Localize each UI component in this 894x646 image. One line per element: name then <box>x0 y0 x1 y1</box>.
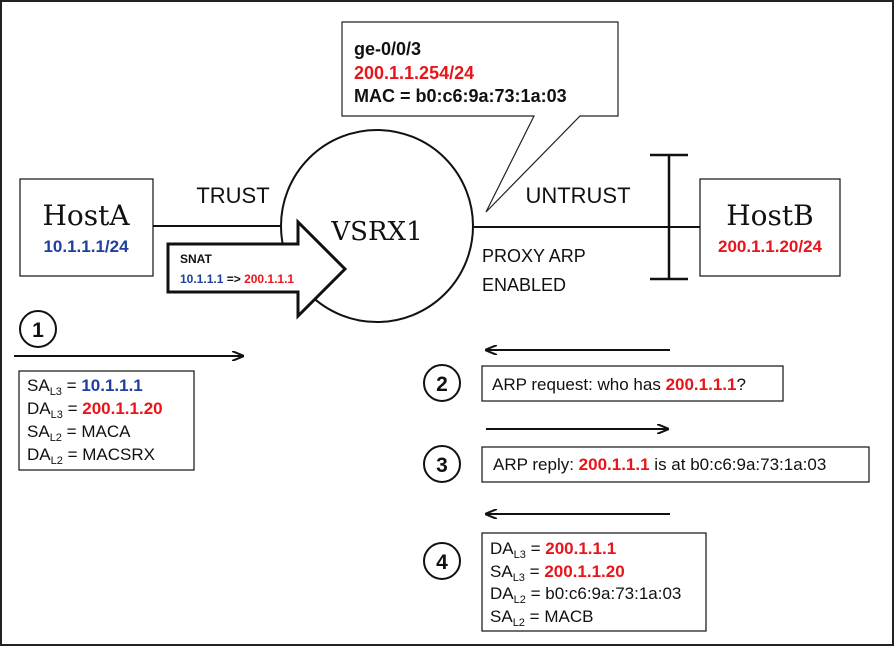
step-1-da-l2: DAL2 = MACSRX <box>27 445 155 467</box>
step4-box-da-l2-value: b0:c6:9a:73:1a:03 <box>545 584 681 603</box>
step-1-number: 1 <box>32 319 44 342</box>
callout-interface: ge-0/0/3 <box>354 39 421 59</box>
step4-box-sa-l3-label: SA <box>490 562 513 581</box>
step-1-badge <box>19 310 57 348</box>
step1-box-sa-l3-label: SA <box>27 376 50 395</box>
step4-box-sa-l3-sub: L3 <box>513 572 525 584</box>
callout-mac: MAC = b0:c6:9a:73:1a:03 <box>354 86 567 106</box>
step1-box-sa-l2-label: SA <box>27 422 50 441</box>
step2-box-prefix: ARP request: who has <box>492 375 666 394</box>
step-3-text: ARP reply: 200.1.1.1 is at b0:c6:9a:73:1… <box>493 455 826 474</box>
snat-title: SNAT <box>180 252 212 266</box>
equals: = <box>62 376 81 395</box>
step-4-sa-l3: SAL3 = 200.1.1.20 <box>490 562 625 584</box>
host-a-ip: 10.1.1.1/24 <box>43 237 129 256</box>
step4-box-sa-l2-sub: L2 <box>513 617 525 629</box>
equals: = <box>526 539 545 558</box>
host-a-box <box>19 178 154 277</box>
equals: = <box>63 445 82 464</box>
host-b-name: HostB <box>726 199 813 232</box>
step4-box-da-l2-sub: L2 <box>514 594 526 606</box>
step-3-number: 3 <box>436 454 448 477</box>
step1-box-da-l2-value: MACSRX <box>82 445 155 464</box>
snat-translation: 10.1.1.1 => 200.1.1.1 <box>180 272 294 286</box>
host-b-ip: 200.1.1.20/24 <box>718 237 823 256</box>
snat-from: 10.1.1.1 <box>180 272 224 286</box>
step-4-da-l3: DAL3 = 200.1.1.1 <box>490 539 616 561</box>
equals: = <box>525 562 544 581</box>
step1-box-da-l3-label: DA <box>27 399 51 418</box>
host-a-name: HostA <box>42 199 130 232</box>
equals: = <box>526 584 545 603</box>
step-2-box <box>481 365 784 402</box>
step-1-sa-l2: SAL2 = MACA <box>27 422 131 444</box>
proxy-arp-line2: ENABLED <box>482 275 566 295</box>
step-4-number: 4 <box>436 551 448 574</box>
step4-box-sa-l2-value: MACB <box>544 607 593 626</box>
step1-box-sa-l3-sub: L3 <box>50 386 62 398</box>
callout-ip: 200.1.1.254/24 <box>354 63 474 83</box>
step-4-sa-l2: SAL2 = MACB <box>490 607 593 629</box>
step3-box-suffix: is at b0:c6:9a:73:1a:03 <box>650 455 827 474</box>
step3-box-prefix: ARP reply: <box>493 455 579 474</box>
equals: = <box>62 422 81 441</box>
step1-box-da-l3-sub: L3 <box>51 409 63 421</box>
untrust-zone-label: UNTRUST <box>525 183 630 208</box>
step-1-da-l3: DAL3 = 200.1.1.20 <box>27 399 163 421</box>
step-2-text: ARP request: who has 200.1.1.1? <box>492 375 746 394</box>
step2-box-ip: 200.1.1.1 <box>666 375 737 394</box>
step4-box-sa-l2-label: SA <box>490 607 513 626</box>
step-4-box <box>481 532 707 632</box>
step-2-badge <box>423 364 461 402</box>
snat-arrow-text: => <box>223 272 244 286</box>
equals: = <box>63 399 82 418</box>
step1-box-da-l3-value: 200.1.1.20 <box>82 399 162 418</box>
step4-box-da-l3-label: DA <box>490 539 514 558</box>
host-b-box <box>699 178 841 277</box>
router-name: VSRX1 <box>330 217 422 247</box>
equals: = <box>525 607 544 626</box>
step1-box-da-l2-sub: L2 <box>51 455 63 467</box>
snat-to: 200.1.1.1 <box>244 272 294 286</box>
step-3-box <box>481 446 870 483</box>
step-1-box <box>18 370 195 471</box>
step4-box-da-l3-value: 200.1.1.1 <box>545 539 616 558</box>
step-4-badge <box>423 542 461 580</box>
step1-box-da-l2-label: DA <box>27 445 51 464</box>
step4-box-da-l2-label: DA <box>490 584 514 603</box>
trust-zone-label: TRUST <box>196 183 269 208</box>
step-1-sa-l3: SAL3 = 10.1.1.1 <box>27 376 143 398</box>
step2-box-suffix: ? <box>736 375 745 394</box>
step4-box-da-l3-sub: L3 <box>514 549 526 561</box>
step1-box-sa-l2-value: MACA <box>81 422 131 441</box>
step1-box-sa-l2-sub: L2 <box>50 432 62 444</box>
snat-arrow <box>166 218 348 320</box>
step3-box-ip: 200.1.1.1 <box>579 455 650 474</box>
step-2-number: 2 <box>436 373 448 396</box>
step-3-badge <box>423 445 461 483</box>
step-4-da-l2: DAL2 = b0:c6:9a:73:1a:03 <box>490 584 681 606</box>
step4-box-sa-l3-value: 200.1.1.20 <box>544 562 624 581</box>
proxy-arp-line1: PROXY ARP <box>482 246 586 266</box>
step1-box-sa-l3-value: 10.1.1.1 <box>81 376 142 395</box>
interface-callout <box>341 21 619 213</box>
